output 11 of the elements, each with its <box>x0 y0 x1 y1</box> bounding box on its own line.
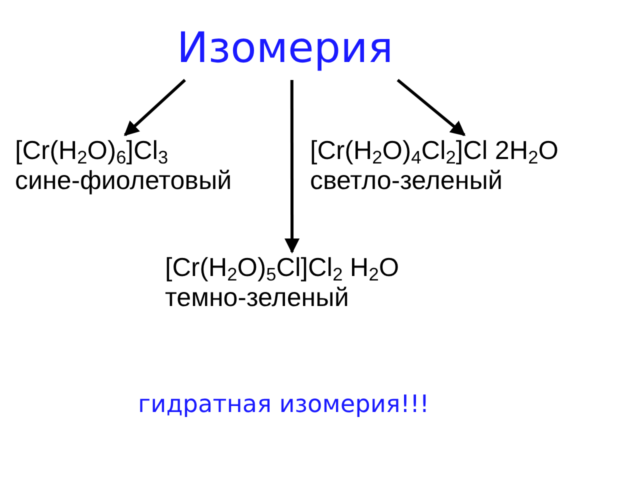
formula-text: [Cr(H$_{2}$O)$_{4}$Cl$_{2}$]Cl 2H$_{2}$O <box>310 135 560 165</box>
arrow <box>284 80 300 254</box>
conclusion-text: гидратная изомерия!!! <box>138 390 430 418</box>
formula-text: [Cr(H$_{2}$O)$_{5}$Cl]Cl$_{2}$ H$_{2}$O <box>165 252 400 282</box>
formula-text: [Cr(H$_{2}$O)$_{6}$]Cl$_{3}$ <box>15 135 170 165</box>
color-description: сине-фиолетовый <box>15 165 233 195</box>
color-description: светло-зеленый <box>310 165 504 195</box>
arrow <box>396 78 466 136</box>
arrow <box>124 78 186 136</box>
color-description: темно-зеленый <box>165 282 350 312</box>
topic-heading: Изомерия <box>176 22 394 74</box>
